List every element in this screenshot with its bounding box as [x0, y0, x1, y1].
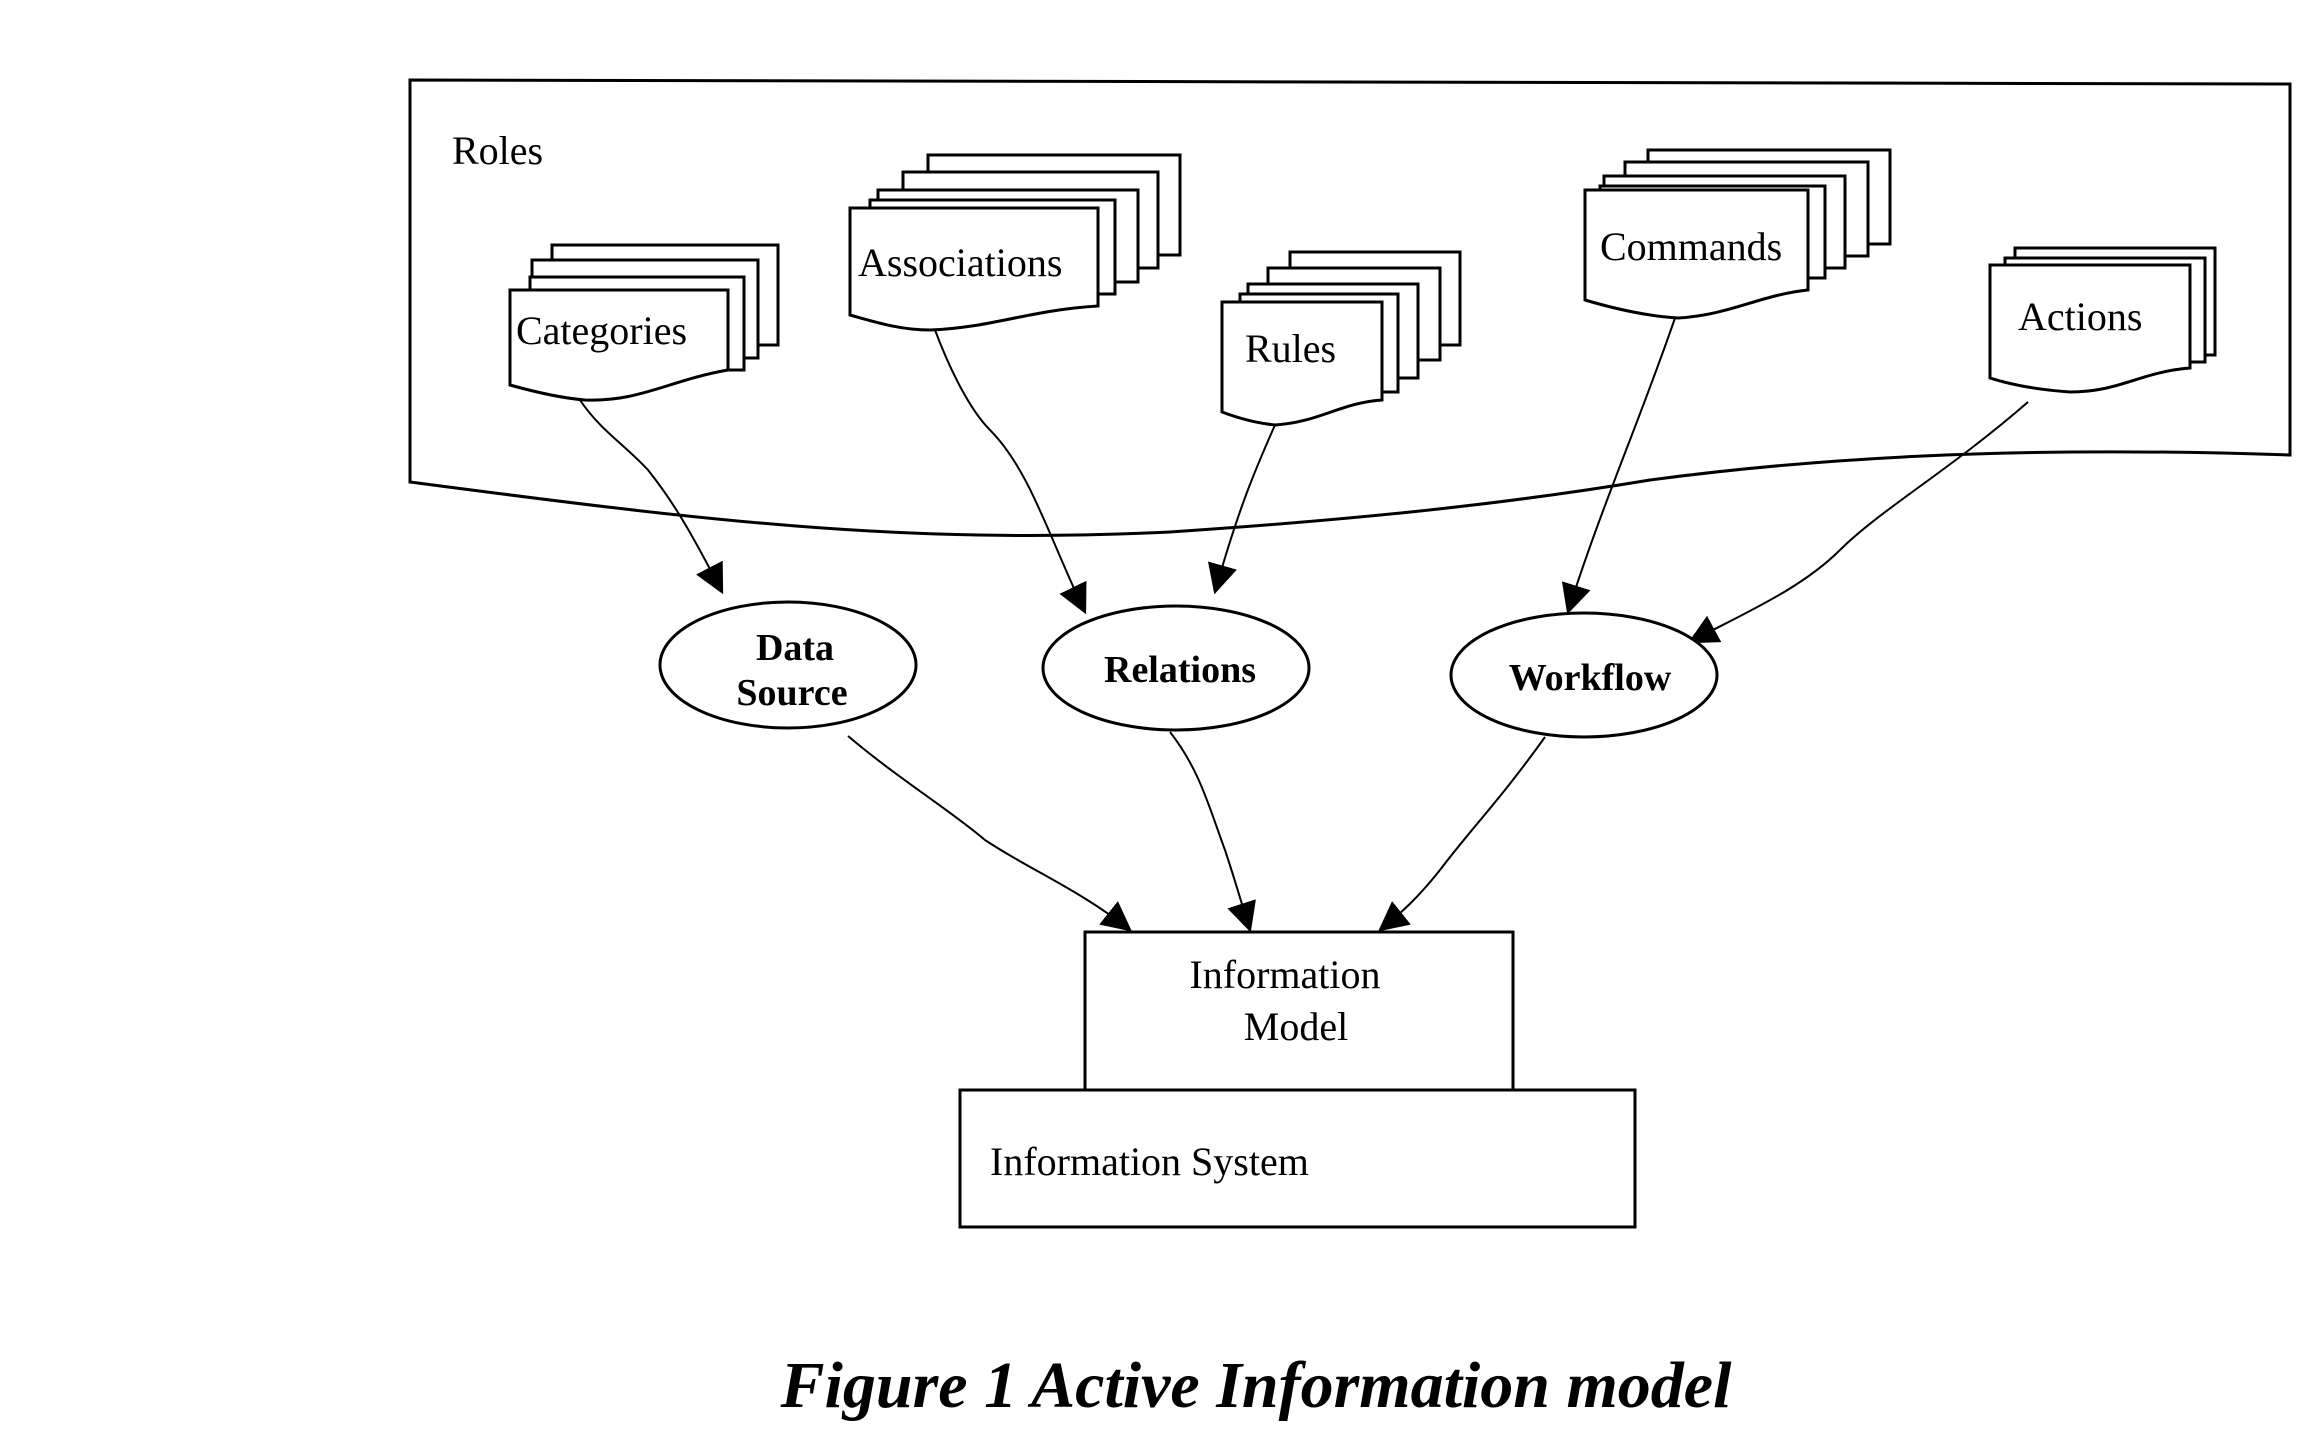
data-source-label-line2: Source: [736, 672, 847, 714]
data-source-label-line1: Data: [756, 627, 834, 669]
arrow-rules-to-relations: [1207, 424, 1276, 595]
categories-label: Categories: [516, 308, 687, 353]
roles-label: Roles: [452, 128, 543, 173]
actions-document-stack: Actions: [1988, 246, 2217, 394]
arrow-categories-to-data-source: [579, 399, 724, 595]
arrow-data-source-to-model: [847, 735, 1132, 932]
commands-document-stack: Commands: [1583, 148, 1892, 320]
relations-node: Relations: [1041, 604, 1311, 732]
information-system-box: [958, 1088, 1637, 1229]
arrow-actions-to-workflow: [1687, 401, 2029, 644]
workflow-label: Workflow: [1509, 657, 1672, 699]
information-model-label-line2: Model: [1244, 1004, 1348, 1049]
relations-label: Relations: [1104, 649, 1256, 691]
information-model-box: [1083, 930, 1515, 1092]
actions-document: [1988, 263, 2192, 394]
arrow-commands-to-workflow: [1561, 317, 1676, 615]
rules-document-stack: Rules: [1220, 250, 1462, 427]
information-model-label-line1: Information: [1189, 952, 1380, 997]
information-system-label: Information System: [990, 1139, 1309, 1184]
associations-label: Associations: [858, 240, 1062, 285]
associations-document: [848, 206, 1100, 332]
categories-document-stack: Categories: [508, 243, 780, 402]
associations-document-stack: Associations: [848, 153, 1182, 332]
arrow-associations-to-relations: [934, 329, 1087, 615]
rules-label: Rules: [1245, 326, 1336, 371]
arrow-relations-to-model: [1169, 731, 1256, 933]
rules-document: [1220, 300, 1384, 427]
data-source-node: Data Source: [658, 600, 918, 730]
workflow-node: Workflow: [1449, 611, 1719, 739]
commands-label: Commands: [1600, 224, 1782, 269]
commands-document: [1583, 188, 1810, 320]
actions-label: Actions: [2018, 294, 2142, 339]
arrow-workflow-to-model: [1378, 736, 1546, 932]
figure-caption: Figure 1 Active Information model: [780, 1349, 1733, 1422]
categories-document: [508, 288, 730, 402]
